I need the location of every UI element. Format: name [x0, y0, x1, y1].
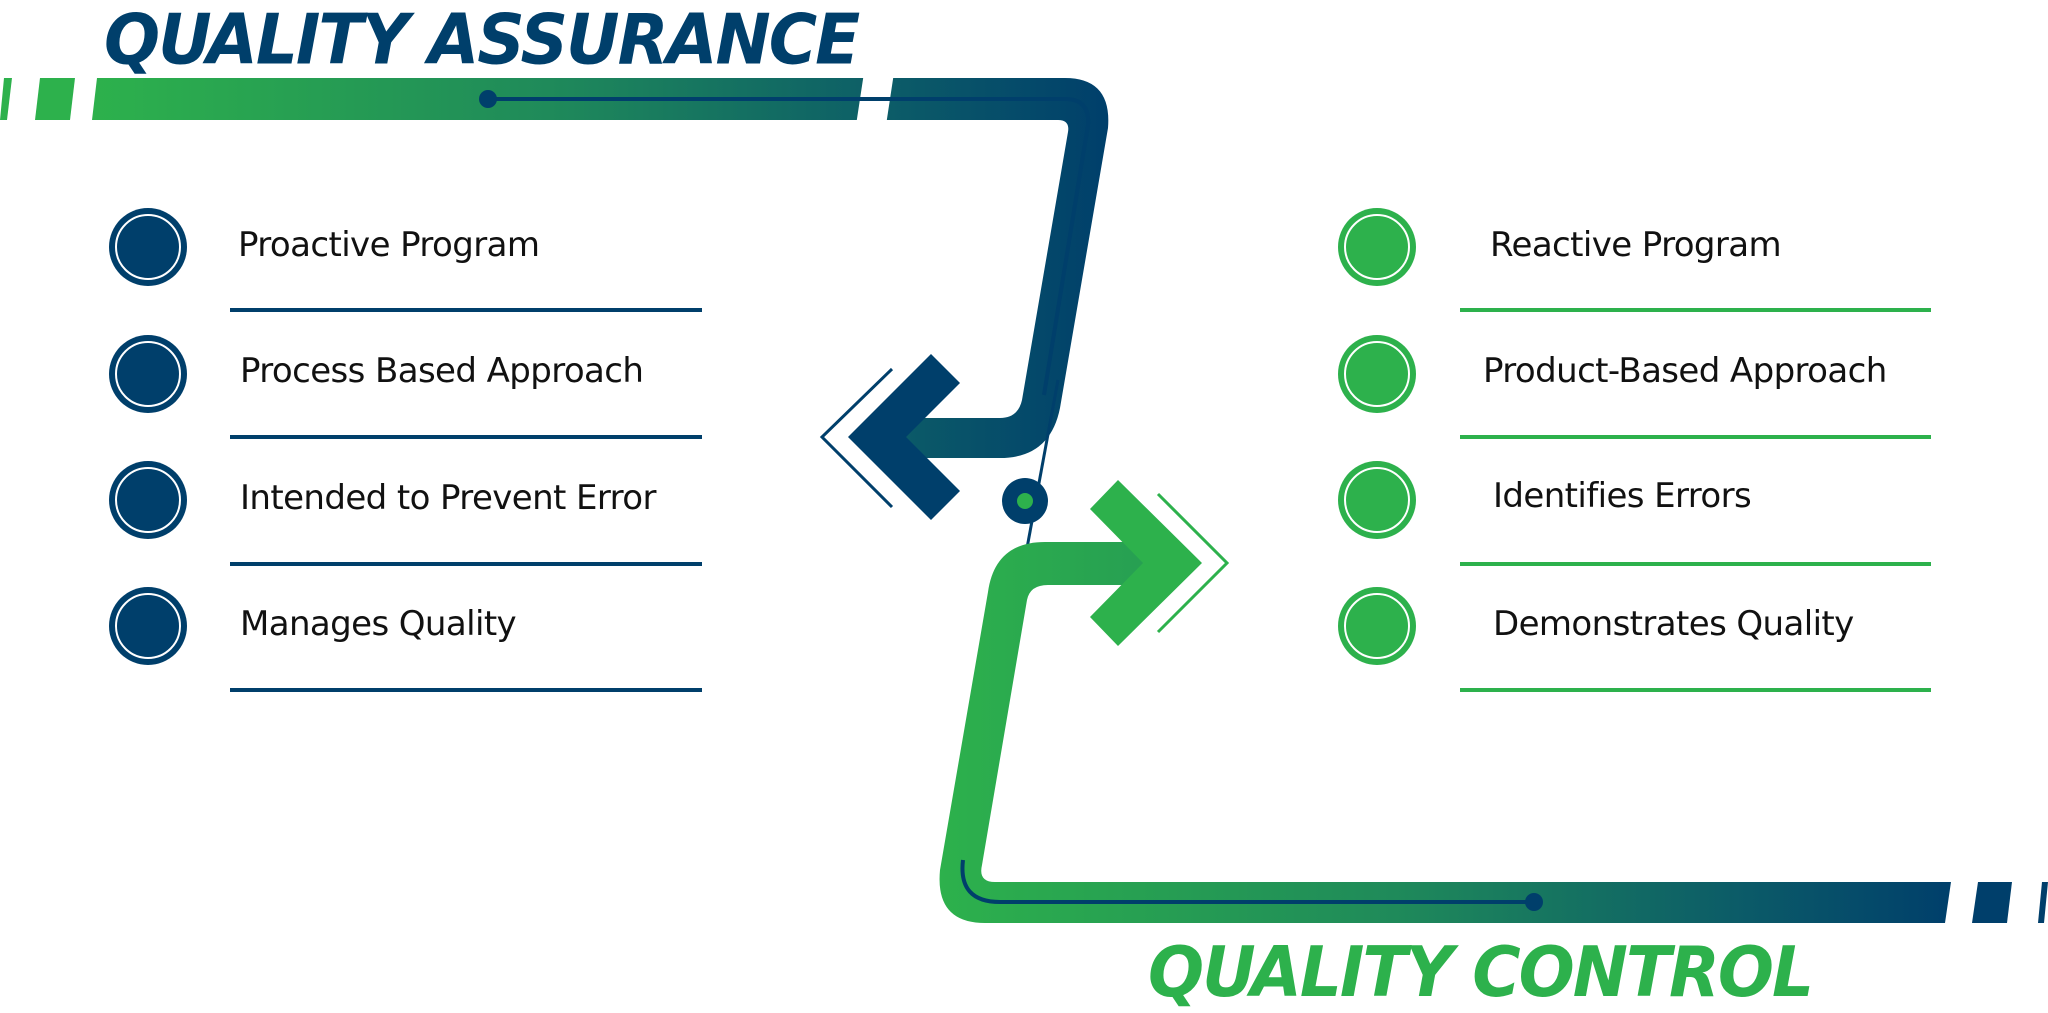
qc-flow-path [939, 542, 2048, 923]
qa-flow-path [92, 66, 1109, 458]
bullet-circle-icon [1338, 208, 1416, 286]
qc-item-label: Product-Based Approach [1483, 351, 1887, 391]
qa-item-label: Proactive Program [238, 225, 540, 265]
divider [1460, 562, 1931, 566]
qc-item-label: Identifies Errors [1493, 476, 1752, 516]
path-node-dot [479, 90, 497, 108]
qc-item-label: Reactive Program [1490, 225, 1782, 265]
divider [1460, 688, 1931, 692]
quality-assurance-title: QUALITY ASSURANCE [104, 0, 860, 81]
qc-item-label: Demonstrates Quality [1493, 604, 1854, 644]
divider [1460, 435, 1931, 439]
chevron-right-arrow-icon [1090, 480, 1230, 646]
bullet-circle-icon [109, 335, 187, 413]
bullet-circle-icon [1338, 587, 1416, 665]
qa-item-label: Intended to Prevent Error [240, 478, 656, 518]
qa-item-label: Manages Quality [240, 604, 517, 644]
path-node-dot [1525, 893, 1543, 911]
bullet-circle-icon [109, 461, 187, 539]
divider [230, 688, 702, 692]
divider [1460, 308, 1931, 312]
divider [230, 435, 702, 439]
quality-control-title: QUALITY CONTROL [1148, 931, 1814, 1013]
bullet-circle-icon [1338, 335, 1416, 413]
top-accent-stripes [0, 78, 75, 120]
node-dot-icon [1002, 478, 1048, 524]
chevron-left-arrow-icon [819, 354, 960, 520]
bullet-circle-icon [1338, 461, 1416, 539]
bullet-circle-icon [109, 587, 187, 665]
divider [230, 308, 702, 312]
bullet-circle-icon [109, 208, 187, 286]
qa-item-label: Process Based Approach [240, 351, 644, 391]
divider [230, 562, 702, 566]
